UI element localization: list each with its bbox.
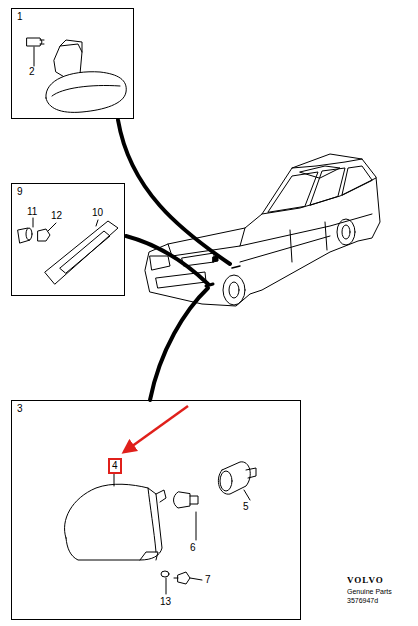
view-panel: 9: [11, 183, 125, 296]
brand-name: VOLVO: [347, 576, 384, 585]
view-number: 3: [17, 404, 23, 414]
callout-number: 6: [190, 543, 196, 553]
callout-number: 4: [112, 461, 118, 471]
side-marker-part: [27, 38, 126, 112]
view-number: 1: [17, 12, 23, 22]
view-number: 9: [17, 187, 23, 197]
callout-number: 7: [205, 575, 211, 585]
callout-number: 2: [29, 67, 35, 77]
red-arrow: [124, 406, 188, 452]
callout-number: 10: [92, 208, 103, 218]
view-panel: 1: [11, 8, 134, 119]
pointer-curve: [118, 120, 230, 400]
callout-number: 12: [51, 211, 62, 221]
side-repeater-part: [18, 218, 118, 284]
car-illustration: [145, 154, 380, 306]
drawing-number: 3576947d: [347, 597, 378, 604]
view-panel: 34: [11, 400, 301, 620]
callout-number: 13: [160, 597, 171, 607]
indicator-housing-part: [64, 462, 256, 594]
highlighted-callout: 4: [108, 458, 122, 474]
callout-number: 11: [27, 207, 37, 217]
callout-number: 5: [243, 502, 249, 512]
brand-tagline: Genuine Parts: [347, 588, 392, 595]
